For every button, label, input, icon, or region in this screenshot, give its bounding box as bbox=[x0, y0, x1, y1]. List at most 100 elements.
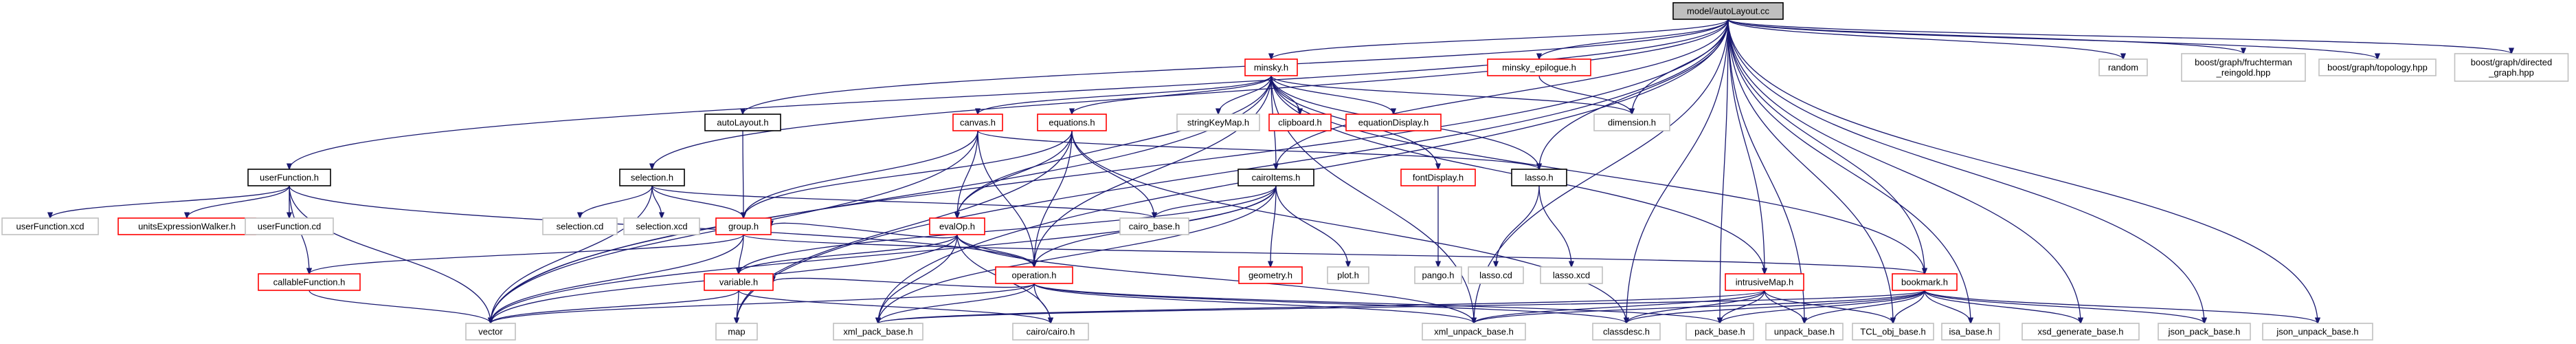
edge-selection-to-selection-xcd bbox=[651, 185, 662, 218]
node-box bbox=[2454, 53, 2569, 82]
node-fontdisplay-h[interactable]: fontDisplay.h bbox=[1400, 169, 1476, 186]
edge-bookmark-to-json-pack-base bbox=[1924, 290, 2204, 324]
node-selection-h[interactable]: selection.h bbox=[619, 169, 685, 186]
node-minsky-h[interactable]: minsky.h bbox=[1244, 58, 1298, 76]
node-selection-cd: selection.cd bbox=[542, 217, 618, 235]
edge-equations-to-operation bbox=[1034, 130, 1073, 267]
edge-root-to-isa-base bbox=[1727, 19, 1971, 323]
edge-canvas-to-operation bbox=[977, 130, 1034, 267]
edge-minsky-to-operation bbox=[1034, 75, 1272, 267]
node-variable-h[interactable]: variable.h bbox=[704, 273, 774, 291]
node-pango-h: pango.h bbox=[1414, 266, 1462, 284]
node-intrusivemap-h[interactable]: intrusiveMap.h bbox=[1725, 273, 1804, 291]
node-minsky-epilogue-h[interactable]: minsky_epilogue.h bbox=[1487, 58, 1591, 76]
edge-bookmark-to-xml-pack-base bbox=[878, 290, 1925, 323]
edge-minsky-to-evalop bbox=[957, 75, 1272, 218]
node-tcl-obj-base-h: TCL_obj_base.h bbox=[1852, 323, 1934, 341]
node-box bbox=[1941, 323, 2000, 341]
edge-group-to-callablefunction bbox=[309, 234, 744, 275]
node-evalop-h[interactable]: evalOp.h bbox=[929, 217, 985, 235]
node-group-h[interactable]: group.h bbox=[715, 217, 772, 235]
node-xsd-generate-base-h: xsd_generate_base.h bbox=[2021, 323, 2140, 341]
node-label: unpack_base.h bbox=[1774, 327, 1835, 337]
node-label: plot.h bbox=[1337, 270, 1359, 281]
node-unitsexpressionwalker-h[interactable]: unitsExpressionWalker.h bbox=[117, 217, 256, 235]
node-box bbox=[833, 323, 923, 341]
node-label: cairo_base.h bbox=[1129, 222, 1180, 232]
node-box bbox=[2181, 53, 2306, 82]
node-cairoitems-h[interactable]: cairoItems.h bbox=[1237, 169, 1314, 186]
node-label: callableFunction.h bbox=[273, 277, 346, 288]
node-label: userFunction.xcd bbox=[16, 222, 85, 232]
edge-minsky-to-canvas bbox=[978, 75, 1272, 114]
node-label: fontDisplay.h bbox=[1413, 173, 1464, 183]
node-label: TCL_obj_base.h bbox=[1860, 327, 1925, 337]
node-canvas-h[interactable]: canvas.h bbox=[952, 114, 1003, 131]
node-box bbox=[1468, 266, 1524, 284]
node-box bbox=[2021, 323, 2140, 341]
node-lasso-cd: lasso.cd bbox=[1468, 266, 1524, 284]
edge-bookmark-to-tcl-obj-base bbox=[1893, 290, 1925, 323]
node-label: lasso.xcd bbox=[1553, 270, 1590, 281]
node-unpack-base-h: unpack_base.h bbox=[1765, 323, 1844, 341]
node-label: unitsExpressionWalker.h bbox=[138, 222, 236, 232]
edge-bookmark-to-isa-base bbox=[1924, 290, 1971, 323]
node-userfunction-xcd: userFunction.xcd bbox=[1, 217, 99, 235]
node-box bbox=[623, 217, 700, 235]
node-json-unpack-base-h: json_unpack_base.h bbox=[2262, 323, 2373, 341]
edge-equations-to-cairo-base bbox=[1071, 130, 1154, 218]
node-label: json_pack_base.h bbox=[2168, 327, 2241, 337]
node-box bbox=[619, 169, 685, 186]
edge-group-to-bookmark bbox=[743, 234, 1925, 274]
node-label: geometry.h bbox=[1248, 270, 1292, 281]
edge-root-to-json-unpack-base bbox=[1727, 19, 2318, 323]
edge-evalop-to-variable bbox=[739, 234, 958, 274]
edge-root-to-directed bbox=[1727, 19, 2511, 54]
node-box bbox=[1892, 273, 1958, 291]
node-label: pango.h bbox=[1422, 270, 1455, 281]
edge-group-to-variable bbox=[739, 234, 744, 274]
node-label: random bbox=[2108, 63, 2138, 73]
node-box bbox=[1, 217, 99, 235]
node-box bbox=[1037, 114, 1107, 131]
node-box bbox=[1400, 169, 1476, 186]
node-label: lasso.cd bbox=[1479, 270, 1512, 281]
node-label: model/autoLayout.cc bbox=[1687, 6, 1769, 17]
node-json-pack-base-h: json_pack_base.h bbox=[2158, 323, 2251, 341]
node-clipboard-h[interactable]: clipboard.h bbox=[1268, 114, 1332, 131]
node-model-autolayout-cc[interactable]: model/autoLayout.cc bbox=[1672, 2, 1784, 20]
node-selection-xcd: selection.xcd bbox=[623, 217, 700, 235]
edge-root-to-userfunction bbox=[289, 19, 1729, 169]
node-userfunction-h[interactable]: userFunction.h bbox=[247, 169, 331, 186]
edge-root-to-json-pack-base bbox=[1727, 19, 2204, 323]
edge-operation-to-xml-pack-base bbox=[878, 283, 1035, 323]
edge-intrusivemap-to-xml-unpack-base bbox=[1474, 290, 1765, 324]
node-box bbox=[1414, 266, 1462, 284]
edge-root-to-map bbox=[737, 19, 1729, 323]
node-box bbox=[1511, 169, 1567, 186]
node-lasso-h[interactable]: lasso.h bbox=[1511, 169, 1567, 186]
node-callablefunction-h[interactable]: callableFunction.h bbox=[258, 273, 361, 291]
edge-minsky-to-dimension bbox=[1270, 75, 1632, 114]
edge-root-to-pack-base bbox=[1720, 19, 1729, 323]
node-equationdisplay-h[interactable]: equationDisplay.h bbox=[1345, 114, 1442, 131]
edge-canvas-to-evalop bbox=[957, 130, 978, 218]
node-box bbox=[1176, 114, 1260, 131]
node-box bbox=[1593, 114, 1670, 131]
node-operation-h[interactable]: operation.h bbox=[995, 266, 1073, 284]
edge-operation-to-pack-base bbox=[1033, 283, 1720, 323]
node-label: pack_base.h bbox=[1694, 327, 1745, 337]
node-label: xml_pack_base.h bbox=[843, 327, 912, 337]
edge-equations-to-classdesc bbox=[1071, 130, 1626, 323]
node-box bbox=[715, 217, 772, 235]
edge-variable-to-cairo-cairo bbox=[738, 290, 1051, 324]
edge-bookmark-to-json-unpack-base bbox=[1924, 290, 2318, 324]
edge-minsky-to-stringkeymap bbox=[1218, 75, 1272, 114]
node-box bbox=[1012, 323, 1089, 341]
node-autolayout-h[interactable]: autoLayout.h bbox=[704, 114, 781, 131]
node-lasso-xcd: lasso.xcd bbox=[1540, 266, 1603, 284]
node-equations-h[interactable]: equations.h bbox=[1037, 114, 1107, 131]
node-geometry-h[interactable]: geometry.h bbox=[1238, 266, 1303, 284]
node-bookmark-h[interactable]: bookmark.h bbox=[1892, 273, 1958, 291]
